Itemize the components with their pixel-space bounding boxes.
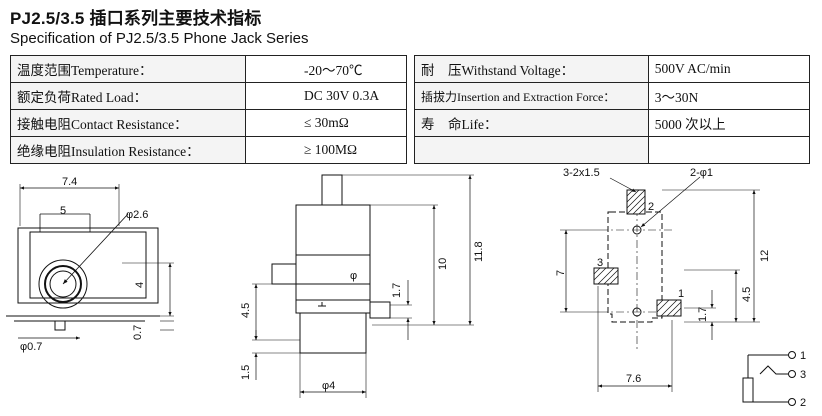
spec-value: 3～30N <box>647 82 811 110</box>
spec-label: 寿 命Life： <box>414 109 649 137</box>
spec-value: 500V AC/min <box>647 55 811 83</box>
phi-mark: φ <box>350 270 357 282</box>
dim-pcb-pads: 3-2x1.5 <box>563 167 600 179</box>
front-pin <box>54 320 66 331</box>
side-body-upper <box>295 204 371 256</box>
page-title: PJ2.5/3.5 插口系列主要技术指标 <box>10 9 262 28</box>
schematic-label-2: 2 <box>800 397 806 409</box>
spec-table-left: 温度范围Temperature： -20～70℃ 额定负荷Rated Load：… <box>10 55 407 164</box>
spec-row: 绝缘电阻Insulation Resistance： ≥ 100MΩ <box>10 136 407 164</box>
spec-label <box>414 136 649 164</box>
spec-row: 插拔力Insertion and Extraction Force： 3～30N <box>414 82 811 110</box>
front-body-outline <box>17 227 159 304</box>
spec-row: 额定负荷Rated Load： DC 30V 0.3A <box>10 82 407 110</box>
page-subtitle: Specification of PJ2.5/3.5 Phone Jack Se… <box>10 30 309 47</box>
spec-label: 额定负荷Rated Load： <box>10 82 246 110</box>
dim-pcb-right-low: 1.7 <box>697 307 709 322</box>
spec-value: ≤ 30mΩ <box>245 109 407 137</box>
schematic-pin-1 <box>788 351 796 359</box>
schematic-symbol <box>742 351 796 406</box>
spec-row <box>414 136 811 164</box>
pcb-footprint-outline <box>607 211 663 323</box>
dim-pcb-right-mid: 4.5 <box>741 287 753 302</box>
spec-row: 耐 压Withstand Voltage： 500V AC/min <box>414 55 811 83</box>
spec-label: 温度范围Temperature： <box>10 55 246 83</box>
pad-label-3: 3 <box>597 257 603 269</box>
schematic-pin-2 <box>788 398 796 406</box>
spec-row: 温度范围Temperature： -20～70℃ <box>10 55 407 83</box>
dim-front-pin-dia: φ0.7 <box>20 341 42 353</box>
spec-value <box>647 136 811 164</box>
spec-value: ≥ 100MΩ <box>245 136 407 164</box>
technical-drawings: 7.4 5 φ2.6 4 φ0.7 0.7 φ 10 11.8 <box>6 167 806 409</box>
dim-side-body-height: 10 <box>437 258 449 270</box>
jack-hole-outer <box>38 259 88 309</box>
dim-pcb-holes: 2-φ1 <box>690 167 713 179</box>
dim-side-lower: 4.5 <box>240 303 252 318</box>
dim-side-dia: φ4 <box>322 380 335 392</box>
dim-front-height: 4 <box>134 282 146 288</box>
side-right-lug <box>369 301 391 319</box>
spec-label: 绝缘电阻Insulation Resistance： <box>10 136 246 164</box>
dim-front-total-width: 7.4 <box>62 176 77 188</box>
dim-front-hole-dia: φ2.6 <box>126 209 148 221</box>
spec-label: 耐 压Withstand Voltage： <box>414 55 649 83</box>
side-left-lug <box>271 263 297 285</box>
schematic-pin-3 <box>788 370 796 378</box>
side-view-drawing: φ <box>252 174 474 398</box>
spec-value: -20～70℃ <box>245 55 407 83</box>
dim-side-total-height: 11.8 <box>473 241 485 262</box>
side-plug-top <box>321 174 343 206</box>
schematic-label-3: 3 <box>800 369 806 381</box>
dim-pcb-left: 7 <box>555 270 567 276</box>
dim-front-pin-len: 0.7 <box>132 325 144 340</box>
spec-value: 5000 次以上 <box>647 109 811 137</box>
dim-pcb-right-total: 12 <box>759 250 771 262</box>
pad-label-1: 1 <box>678 288 684 300</box>
jack-hole-inner <box>49 270 77 298</box>
front-view-drawing <box>6 184 174 340</box>
front-face-outline <box>29 231 147 299</box>
pcb-hole-2 <box>632 307 642 317</box>
schematic-jack-body <box>742 377 754 403</box>
dim-front-inner-width: 5 <box>60 205 66 217</box>
dim-side-pin: 1.7 <box>391 283 403 298</box>
spec-table: 温度范围Temperature： -20～70℃ 额定负荷Rated Load：… <box>10 55 811 165</box>
dim-pcb-bottom-width: 7.6 <box>626 373 641 385</box>
spec-value: DC 30V 0.3A <box>245 82 407 110</box>
spec-row: 接触电阻Contact Resistance： ≤ 30mΩ <box>10 109 407 137</box>
pcb-hole-1 <box>632 225 642 235</box>
schematic-label-1: 1 <box>800 350 806 362</box>
pcb-layout-drawing <box>560 176 760 392</box>
side-base <box>299 312 367 354</box>
spec-label: 插拔力Insertion and Extraction Force： <box>414 82 649 110</box>
spec-label: 接触电阻Contact Resistance： <box>10 109 246 137</box>
spec-row: 寿 命Life： 5000 次以上 <box>414 109 811 137</box>
jack-hole-ring <box>44 265 82 303</box>
dim-side-base: 1.5 <box>240 365 252 380</box>
pad-label-2: 2 <box>648 201 654 213</box>
spec-table-right: 耐 压Withstand Voltage： 500V AC/min 插拔力Ins… <box>414 55 811 164</box>
